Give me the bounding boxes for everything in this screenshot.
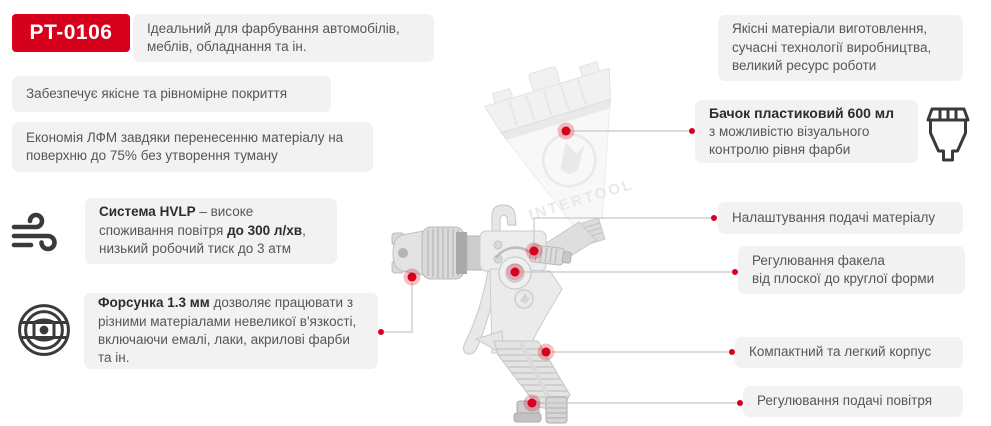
gun-body-logo (514, 289, 534, 309)
callout-compact-body-text: Компактний та легкий корпус (749, 344, 932, 360)
callout-fan-control: Регулювання факела від плоскої до кругло… (738, 246, 965, 294)
callout-fan-control-line2: від плоскої до круглої форми (752, 271, 935, 286)
gun-air-inlet (545, 396, 568, 424)
gun-air-screw (513, 400, 542, 423)
model-badge: PT-0106 (12, 14, 130, 52)
feature-tank-tail: з можливістю візуального контролю рівня … (709, 123, 870, 158)
feature-hvlp-lead: Система HVLP (99, 204, 196, 220)
feature-coverage: Забезпечує якісне та рівномірне покриття (12, 76, 331, 112)
callout-air-control: Регулювання подачі повітря (743, 386, 963, 417)
callout-fan-control-line1: Регулювання факела (752, 252, 885, 268)
feature-quality-text: Якісні матеріали виготовлення, сучасні т… (732, 21, 932, 74)
gun-body (489, 268, 563, 354)
feature-tank-lead: Бачок пластиковий 600 мл (709, 104, 895, 121)
feature-quality: Якісні матеріали виготовлення, сучасні т… (718, 15, 963, 81)
feature-hvlp-tail: , низький робочий тиск до 3 атм (99, 222, 306, 257)
feature-nozzle: Форсунка 1.3 мм дозволяє працювати з різ… (84, 293, 378, 369)
feature-ideal-use-text: Ідеальний для фарбування автомобілів, ме… (147, 20, 400, 54)
feature-hvlp: Система HVLP – високе споживання повітря… (85, 198, 337, 264)
feature-tank: Бачок пластиковий 600 мл з можливістю ві… (695, 100, 918, 163)
cup-logo (560, 142, 585, 174)
gun-nozzle (391, 226, 483, 280)
paint-cup-icon (926, 107, 970, 162)
callout-material-feed: Налаштування подачі матеріалу (718, 202, 963, 234)
feature-nozzle-tail: дозволяє працювати з різними матеріалами… (98, 295, 357, 366)
callout-compact-body: Компактний та легкий корпус (735, 337, 963, 368)
feature-hvlp-mid: – високе споживання повітря (99, 204, 254, 238)
callout-air-control-text: Регулювання подачі повітря (757, 393, 933, 409)
spray-gun-illustration: INTERTOOL (391, 61, 636, 424)
feature-economy-text: Економія ЛФМ завдяки перенесенню матеріа… (26, 129, 344, 163)
feature-ideal-use: Ідеальний для фарбування автомобілів, ме… (133, 14, 434, 62)
wind-icon (11, 212, 57, 252)
feature-hvlp-text: Система HVLP – високе споживання повітря… (99, 203, 323, 258)
feature-coverage-text: Забезпечує якісне та рівномірне покриття (26, 85, 288, 101)
feature-nozzle-text: Форсунка 1.3 мм дозволяє працювати з різ… (98, 294, 364, 367)
nozzle-icon (18, 304, 70, 356)
callout-material-feed-text: Налаштування подачі матеріалу (732, 209, 936, 225)
feature-hvlp-strong: до 300 л/хв (227, 222, 303, 238)
gun-handle (493, 340, 571, 412)
feature-nozzle-lead: Форсунка 1.3 мм (98, 295, 210, 311)
feature-economy: Економія ЛФМ завдяки перенесенню матеріа… (12, 122, 373, 172)
